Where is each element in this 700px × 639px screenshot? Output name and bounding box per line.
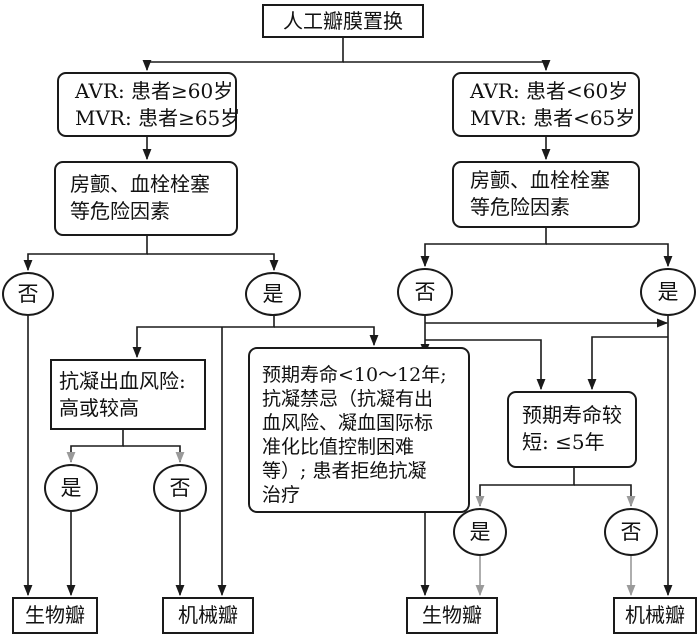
right-no-oval: 否 bbox=[397, 268, 453, 316]
left-yes-label: 是 bbox=[262, 281, 284, 306]
life-yes-label: 是 bbox=[469, 519, 491, 544]
outcome-bioprosthetic-left: 生物瓣 bbox=[12, 597, 98, 634]
contra-line1: 预期寿命<10～12年; bbox=[262, 364, 447, 386]
outcome-mechanical-right: 机械瓣 bbox=[613, 597, 697, 634]
arrow-left-risk-yes bbox=[147, 253, 279, 272]
mech-left-label: 机械瓣 bbox=[178, 603, 238, 627]
contra-line6: 治疗 bbox=[262, 484, 301, 506]
arrow-right-risk-yes bbox=[546, 243, 673, 268]
life-yes-oval: 是 bbox=[453, 508, 507, 556]
left-yes-oval: 是 bbox=[245, 272, 301, 316]
contra-line3: 血风险、凝血国际标 bbox=[262, 412, 434, 434]
left-criteria-node: AVR: 患者≥60岁 MVR: 患者≥65岁 bbox=[57, 72, 241, 137]
left-criteria-avr: AVR: 患者≥60岁 bbox=[75, 79, 234, 103]
bio-right-label: 生物瓣 bbox=[422, 603, 482, 627]
contra-line4: 准化比值控制困难 bbox=[262, 436, 415, 458]
left-criteria-mvr: MVR: 患者≥65岁 bbox=[75, 106, 241, 130]
life-no-label: 否 bbox=[620, 519, 642, 544]
arrow-right-yes-life bbox=[587, 336, 668, 391]
right-yes-oval: 是 bbox=[640, 268, 696, 316]
arrow-right-no-life bbox=[425, 339, 546, 391]
bleeding-line1: 抗凝出血风险: bbox=[59, 369, 186, 393]
arrow-left-yes-bleeding bbox=[132, 316, 275, 359]
mech-right-label: 机械瓣 bbox=[625, 603, 685, 627]
life-line1: 预期寿命较 bbox=[522, 403, 622, 427]
bio-left-label: 生物瓣 bbox=[25, 603, 85, 627]
life-no-oval: 否 bbox=[604, 508, 658, 556]
right-risk-line1: 房颤、血栓栓塞 bbox=[470, 168, 610, 192]
outcome-mechanical-left: 机械瓣 bbox=[162, 597, 254, 634]
arrow-life-yes bbox=[475, 468, 575, 508]
right-no-label: 否 bbox=[414, 279, 436, 304]
arrow-left-risk-no bbox=[23, 236, 148, 272]
arrow-life-no bbox=[574, 484, 636, 508]
life-line2: 短: ≤5年 bbox=[522, 430, 605, 454]
arrow-left-yes-contra bbox=[274, 326, 379, 347]
left-risk-node: 房颤、血栓栓塞 等危险因素 bbox=[54, 161, 238, 236]
left-risk-line1: 房颤、血栓栓塞 bbox=[70, 172, 210, 196]
contraindication-node: 预期寿命<10～12年; 抗凝禁忌（抗凝有出 血风险、凝血国际标 准化比值控制困… bbox=[248, 347, 470, 513]
contra-line2: 抗凝禁忌（抗凝有出 bbox=[262, 388, 434, 410]
left-no-label: 否 bbox=[17, 281, 39, 306]
contra-line5: 等）; 患者拒绝抗凝 bbox=[262, 460, 427, 482]
bleeding-line2: 高或较高 bbox=[59, 396, 139, 420]
arrow-right-risk-no bbox=[420, 228, 547, 268]
bleeding-risk-node: 抗凝出血风险: 高或较高 bbox=[50, 359, 206, 430]
left-no-oval: 否 bbox=[2, 272, 54, 316]
right-risk-node: 房颤、血栓栓塞 等危险因素 bbox=[452, 161, 640, 228]
bleeding-no-label: 否 bbox=[169, 475, 191, 500]
right-criteria-avr: AVR: 患者<60岁 bbox=[470, 79, 629, 103]
bleeding-yes-label: 是 bbox=[60, 475, 82, 500]
root-node: 人工瓣膜置换 bbox=[262, 4, 424, 38]
root-label: 人工瓣膜置换 bbox=[283, 8, 403, 33]
life-expectancy-node: 预期寿命较 短: ≤5年 bbox=[507, 391, 637, 468]
bleeding-no-oval: 否 bbox=[153, 464, 207, 512]
bleeding-yes-oval: 是 bbox=[44, 464, 98, 512]
arrow-bleeding-no bbox=[123, 445, 185, 464]
right-yes-label: 是 bbox=[657, 279, 679, 304]
right-risk-line2: 等危险因素 bbox=[470, 195, 570, 219]
arrow-bleeding-yes bbox=[66, 430, 124, 464]
right-criteria-mvr: MVR: 患者<65岁 bbox=[470, 106, 636, 130]
right-criteria-node: AVR: 患者<60岁 MVR: 患者<65岁 bbox=[452, 72, 640, 137]
left-risk-line2: 等危险因素 bbox=[70, 199, 170, 223]
outcome-bioprosthetic-right: 生物瓣 bbox=[406, 597, 498, 634]
edge-root-left bbox=[147, 38, 344, 63]
